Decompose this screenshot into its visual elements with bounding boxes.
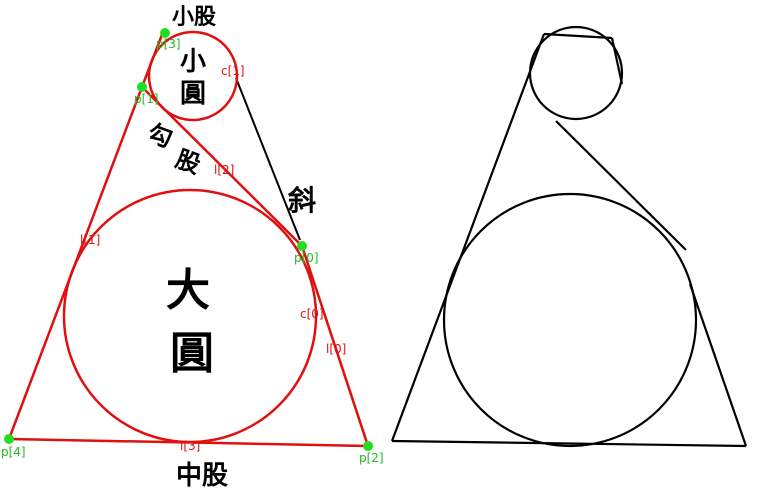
ink-diagonal <box>555 120 687 251</box>
label-p1: p[1] <box>134 92 159 106</box>
ink-triangle-top <box>543 32 613 40</box>
ink-slant-lower <box>688 283 748 447</box>
ink-small-circle <box>528 25 624 121</box>
label-p4: p[4] <box>1 445 26 459</box>
ink-slant-line <box>235 77 301 241</box>
large-circle-c0 <box>62 188 318 444</box>
label-c1: c[1] <box>221 64 245 78</box>
left-figure: p[0] p[1] p[2] p[3] p[4] l[0] l[1] l[2] … <box>1 4 384 491</box>
line-top-left <box>140 31 165 88</box>
cjk-diagonal-2: 股 <box>172 144 204 179</box>
ink-triangle-bottom <box>391 439 747 448</box>
point-p2 <box>363 441 373 451</box>
ink-large-circle <box>442 192 698 448</box>
cjk-top: 小股 <box>172 4 216 30</box>
point-p1 <box>137 82 147 92</box>
cjk-large-1: 大 <box>166 265 210 316</box>
label-l3: l[3] <box>180 439 200 453</box>
label-p2: p[2] <box>359 451 384 465</box>
cjk-slant: 斜 <box>288 184 316 217</box>
cjk-diagonal-1: 勾 <box>144 118 176 153</box>
label-l2: l[2] <box>214 163 234 177</box>
label-p0: p[0] <box>294 251 319 265</box>
right-figure <box>390 25 748 448</box>
label-c0: c[0] <box>300 307 324 321</box>
small-circle-c1 <box>147 30 239 122</box>
label-l0: l[0] <box>326 342 346 356</box>
point-p3 <box>160 28 170 38</box>
ink-triangle-left <box>390 33 546 442</box>
line-l3 <box>8 437 369 448</box>
line-l0 <box>300 245 370 447</box>
point-p0 <box>297 241 307 251</box>
label-p3: p[3] <box>156 37 181 51</box>
label-l1: l[1] <box>80 233 100 247</box>
cjk-large-2: 圓 <box>170 328 214 379</box>
line-l1 <box>7 86 144 440</box>
cjk-small-1: 小 <box>180 47 206 77</box>
cjk-bottom: 中股 <box>176 461 228 491</box>
point-p4 <box>4 434 14 444</box>
line-l2 <box>141 86 303 247</box>
cjk-small-2: 圓 <box>180 79 206 109</box>
